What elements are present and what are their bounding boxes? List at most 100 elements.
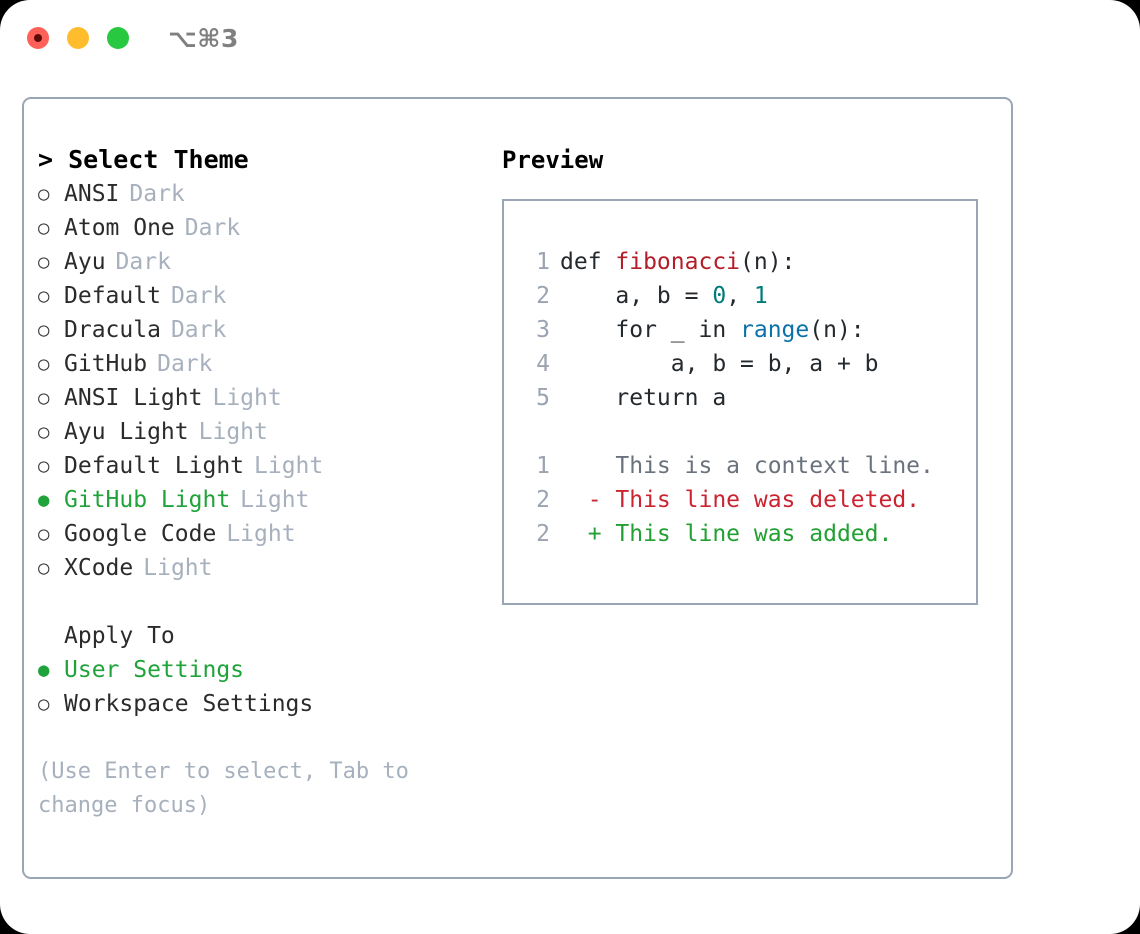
code-token-num: 0 [712, 283, 727, 309]
theme-option-label: ANSI [64, 181, 120, 207]
code-token-plain: , [726, 283, 754, 309]
theme-option-label: Atom One [64, 215, 175, 241]
diff-line-text: This is a context line. [615, 453, 934, 479]
window-controls [27, 27, 129, 49]
keyboard-shortcut-label: ⌥⌘3 [168, 24, 239, 53]
code-line-number: 5 [536, 385, 550, 411]
theme-option-label: GitHub [64, 351, 148, 377]
code-token-func: fibonacci [615, 249, 741, 275]
theme-option-variant: Dark [170, 317, 227, 343]
theme-option[interactable]: ○ XCode Light [38, 551, 488, 585]
code-line-content: a, b = 0, 1 [560, 279, 767, 313]
diff-marker: - [560, 487, 616, 513]
minimize-button[interactable] [67, 27, 89, 49]
code-line-content: for _ in range(n): [560, 313, 865, 347]
diff-line-number: 2 [536, 521, 550, 547]
theme-option-variant: Light [254, 453, 324, 479]
radio-unselected-icon: ○ [38, 387, 50, 409]
code-diff-spacer [522, 415, 976, 449]
theme-option-label: XCode [64, 555, 134, 581]
code-token-plain: a, b = [560, 283, 713, 309]
theme-option-label: Google Code [64, 521, 217, 547]
diff-line-del: 2 - This line was deleted. [522, 483, 976, 517]
radio-unselected-icon: ○ [38, 557, 50, 579]
theme-option[interactable]: ● GitHub Light Light [38, 483, 488, 517]
theme-option-label: GitHub Light [64, 487, 231, 513]
code-token-plain: a, b = b, a + b [560, 351, 879, 377]
code-token-plain: (n): [740, 249, 796, 275]
apply-to-option-label: Workspace Settings [64, 691, 314, 717]
keyboard-hint-text: (Use Enter to select, Tab to change focu… [38, 759, 409, 818]
apply-to-heading: Apply To [64, 623, 175, 649]
diff-line-add: 2 + This line was added. [522, 517, 976, 551]
code-token-plain: return a [560, 385, 727, 411]
maximize-button[interactable] [107, 27, 129, 49]
code-line: 4 a, b = b, a + b [522, 347, 976, 381]
theme-option-variant: Light [212, 385, 282, 411]
radio-unselected-icon: ○ [38, 217, 50, 239]
radio-unselected-icon: ○ [38, 251, 50, 273]
theme-option[interactable]: ○ Google Code Light [38, 517, 488, 551]
radio-unselected-icon: ○ [38, 455, 50, 477]
theme-option-variant: Light [240, 487, 310, 513]
code-line-content: a, b = b, a + b [560, 347, 879, 381]
theme-option-variant: Light [226, 521, 296, 547]
close-button[interactable] [27, 27, 49, 49]
radio-unselected-icon: ○ [38, 523, 50, 545]
apply-to-option[interactable]: ○ Workspace Settings [38, 687, 488, 721]
code-token-plain: for _ in [560, 317, 741, 343]
theme-option-variant: Dark [170, 283, 227, 309]
diff-line-context: 1 This is a context line. [522, 449, 976, 483]
theme-option[interactable]: ○ Default Light Light [38, 449, 488, 483]
apply-to-option[interactable]: ●User Settings [38, 653, 488, 687]
theme-option-variant: Dark [157, 351, 213, 377]
diff-sample: 1 This is a context line.2 - This line w… [522, 449, 976, 551]
diff-line-number: 1 [536, 453, 550, 479]
code-line: 3 for _ in range(n): [522, 313, 976, 347]
theme-option-label: Default Light [64, 453, 245, 479]
theme-option-label: Ayu Light [64, 419, 189, 445]
diff-marker: + [560, 521, 616, 547]
list-spacer [38, 585, 488, 619]
theme-option-label: Dracula [64, 317, 161, 343]
code-line-number: 2 [536, 283, 550, 309]
code-line: 5 return a [522, 381, 976, 415]
theme-option[interactable]: ○ GitHub Dark [38, 347, 488, 381]
theme-option[interactable]: ○ ANSI Light Light [38, 381, 488, 415]
theme-option-variant: Dark [115, 249, 171, 275]
select-theme-heading: > Select Theme [38, 145, 249, 174]
title-bar: ⌥⌘3 [0, 0, 1140, 78]
code-token-call: range [740, 317, 810, 343]
diff-line-text: This line was deleted. [615, 487, 921, 513]
code-token-plain: (n): [809, 317, 865, 343]
radio-selected-icon: ● [38, 489, 50, 511]
radio-unselected-icon: ○ [38, 693, 50, 715]
apply-to-list[interactable]: ●User Settings ○ Workspace Settings [38, 653, 488, 721]
apply-to-option-label: User Settings [64, 657, 245, 683]
diff-line-number: 2 [536, 487, 550, 513]
diff-line-text: This line was added. [615, 521, 893, 547]
theme-option-variant: Dark [129, 181, 185, 207]
radio-unselected-icon: ○ [38, 353, 50, 375]
diff-marker [560, 449, 615, 483]
code-line-number: 1 [536, 249, 550, 275]
code-line-number: 3 [536, 317, 550, 343]
code-line-number: 4 [536, 351, 550, 377]
theme-option-label: ANSI Light [64, 385, 203, 411]
theme-option-variant: Light [143, 555, 213, 581]
radio-unselected-icon: ○ [38, 421, 50, 443]
